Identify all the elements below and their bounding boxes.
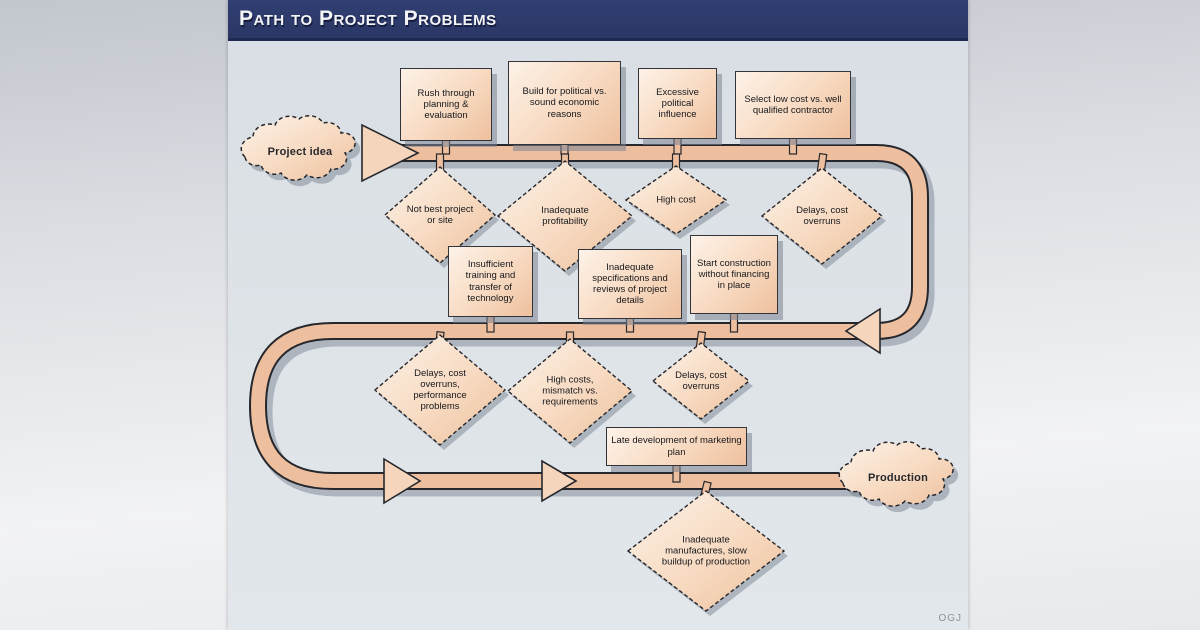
end-cloud-shape	[838, 441, 959, 513]
arrow-bottom-right-1	[383, 457, 422, 505]
cause-box-build-for-political: Build for political vs. sound economic r…	[508, 61, 621, 145]
figure-card: Path to Project Problems	[228, 0, 968, 630]
cause-box-select-low-cost: Select low cost vs. well qualified contr…	[735, 71, 851, 139]
flow-path-artwork	[240, 115, 959, 616]
diamond-high-costs-mismatch	[506, 338, 634, 444]
arrow-bottom-right-2	[541, 459, 578, 503]
flow-arrowheads	[361, 123, 881, 505]
cause-box-inadequate-specifications: Inadequate specifications and reviews of…	[578, 249, 682, 319]
cause-box-rush-through-planning: Rush through planning & evaluation	[400, 68, 492, 141]
diamond-not-best-project	[383, 166, 497, 264]
cause-box-late-marketing-plan: Late development of marketing plan	[606, 427, 747, 466]
start-cloud-shape	[240, 115, 361, 187]
source-watermark: OGJ	[938, 613, 962, 624]
arrow-middle-left	[844, 307, 881, 355]
cause-box-start-construction: Start construction without financing in …	[690, 235, 778, 314]
path-to-project-problems-diagram: Project idea Production Rush through pla…	[228, 0, 968, 630]
diamond-delays-overruns-1	[760, 167, 884, 265]
page-title: Path to Project Problems	[239, 7, 497, 30]
diamond-inadequate-profitability	[496, 160, 634, 272]
cause-box-insufficient-training: Insufficient training and transfer of te…	[448, 246, 533, 317]
diamond-delays-overruns-2	[651, 342, 751, 420]
problem-diamonds	[373, 160, 884, 612]
diamond-inadequate-manufactures	[626, 490, 786, 612]
arrow-start-right	[361, 123, 420, 183]
title-bar: Path to Project Problems	[228, 0, 968, 41]
diamond-high-cost	[624, 165, 728, 235]
diamond-delays-performance	[373, 334, 507, 446]
problem-diamond-stems	[435, 152, 828, 498]
cause-box-excessive-political: Excessive political influence	[638, 68, 717, 139]
